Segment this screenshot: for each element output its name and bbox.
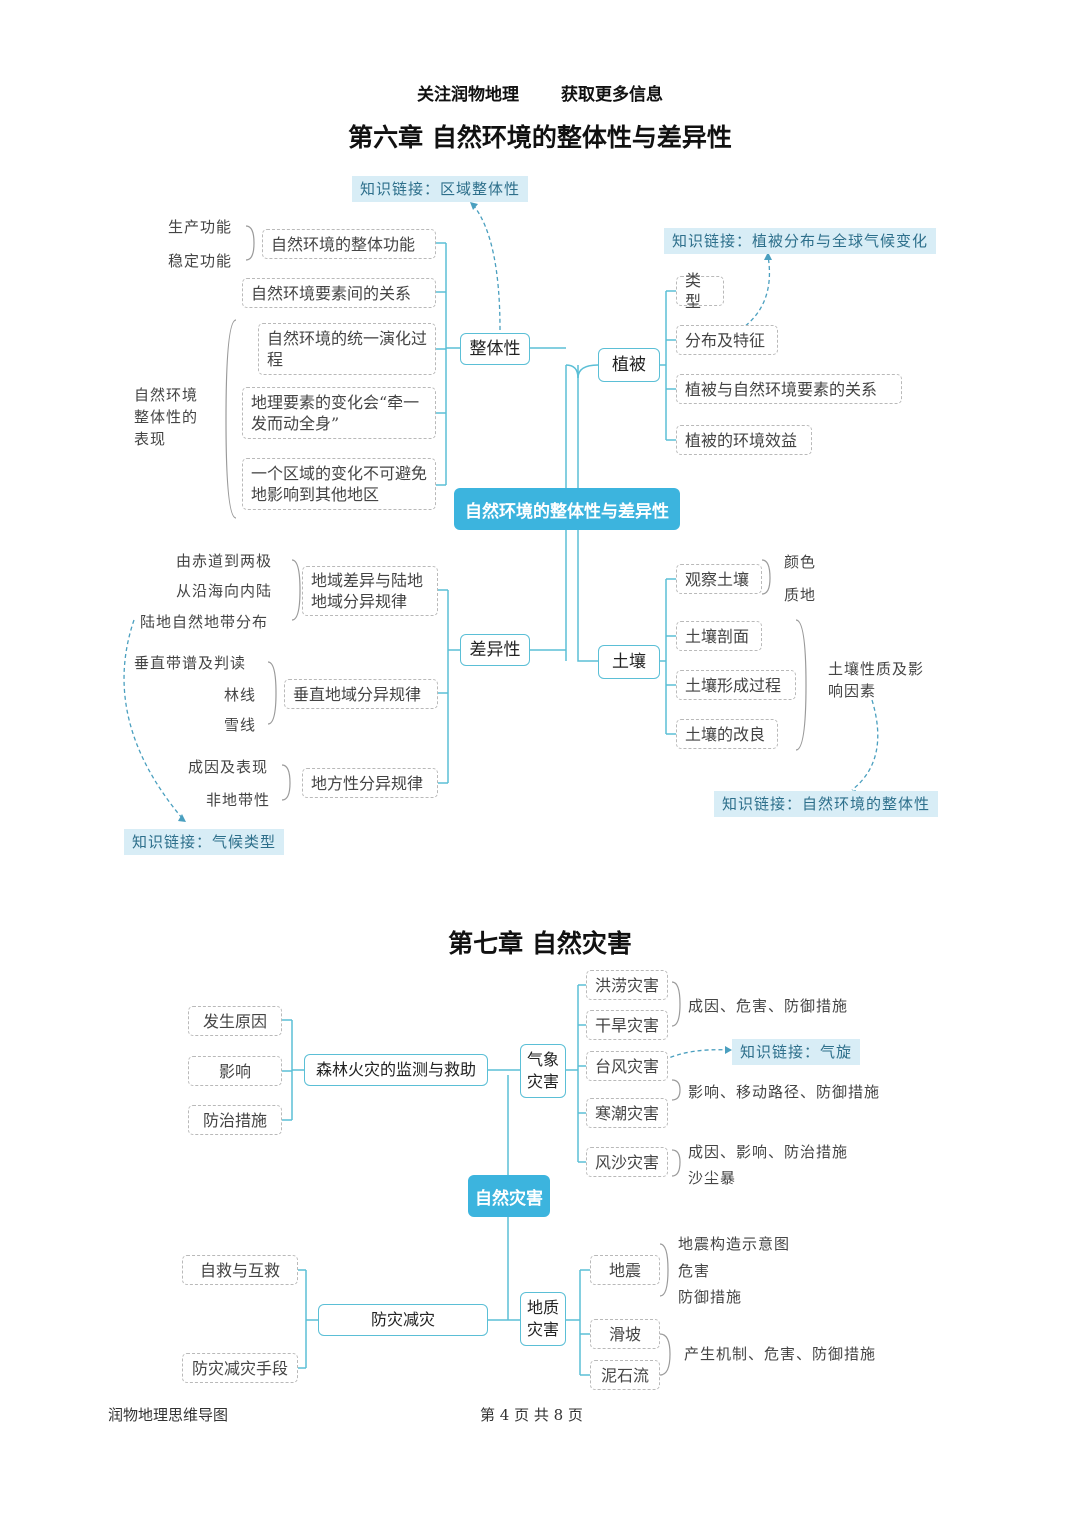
veg-item-distribution: 分布及特征	[676, 325, 778, 355]
veg-item-type: 类型	[676, 271, 724, 311]
node-forest-fire: 森林火灾的监测与救助	[304, 1054, 488, 1086]
geo-item-landslide: 滑坡	[590, 1319, 660, 1349]
node-meteorological: 气象灾害	[520, 1044, 566, 1098]
diff-item-coast: 从沿海向内陆	[176, 582, 273, 600]
link-climate-type: 知识链接：气候类型	[124, 829, 285, 855]
node-integrity: 整体性	[460, 333, 530, 365]
center-node-ch7: 自然灾害	[468, 1175, 550, 1217]
met-item-coldwave: 寒潮灾害	[586, 1098, 668, 1128]
label-integrity-expression: 自然环境整体性的表现	[134, 386, 199, 448]
node-difference: 差异性	[460, 634, 530, 666]
met-note-duststorm: 沙尘暴	[688, 1169, 737, 1187]
met-note-sand: 成因、影响、防治措施	[688, 1143, 849, 1161]
box-env-function: 自然环境的整体功能	[262, 229, 436, 259]
geo-item-earthquake: 地震	[590, 1255, 660, 1285]
geo-note: 产生机制、危害、防御措施	[684, 1345, 877, 1363]
node-disaster-prevention: 防灾减灾	[318, 1304, 488, 1336]
vert-item-spectrum: 垂直带谱及判读	[134, 654, 247, 672]
veg-item-relation: 植被与自然环境要素的关系	[676, 374, 902, 404]
geo-item-debrisflow: 泥石流	[590, 1360, 660, 1390]
met-item-flood: 洪涝灾害	[586, 970, 668, 1000]
vert-item-snowline: 雪线	[224, 716, 257, 734]
diff-item-equator: 由赤道到两极	[176, 552, 273, 570]
soil-item-texture: 质地	[784, 586, 817, 604]
chapter6-title: 第六章 自然环境的整体性与差异性	[348, 123, 732, 152]
box-region-impact: 一个区域的变化不可避免地影响到其他地区	[242, 458, 436, 510]
soil-factor-label: 土壤性质及影响因素	[828, 660, 925, 700]
quake-item-diagram: 地震构造示意图	[678, 1235, 791, 1253]
box-vertical-rule: 垂直地域分异规律	[284, 679, 438, 709]
fire-item-impact: 影响	[188, 1056, 282, 1086]
vert-item-treeline: 林线	[224, 686, 257, 704]
met-item-typhoon: 台风灾害	[586, 1051, 668, 1081]
chapter7-title: 第七章 自然灾害	[448, 929, 632, 958]
veg-item-benefit: 植被的环境效益	[676, 425, 812, 455]
local-item-azonal: 非地带性	[206, 791, 271, 809]
met-item-drought: 干旱灾害	[586, 1010, 668, 1040]
header-left: 关注润物地理	[417, 85, 520, 105]
box-regional-difference: 地域差异与陆地地域分异规律	[302, 566, 438, 616]
prevent-item-means: 防灾减灾手段	[182, 1353, 298, 1383]
link-env-integrity: 知识链接：自然环境的整体性	[714, 791, 939, 817]
box-local-rule: 地方性分异规律	[302, 768, 438, 798]
met-note-typhoon: 影响、移动路径、防御措施	[688, 1083, 881, 1101]
fire-item-cause: 发生原因	[188, 1006, 282, 1036]
footer-left: 润物地理思维导图	[108, 1406, 229, 1424]
node-geological: 地质灾害	[520, 1292, 566, 1346]
link-region-integrity: 知识链接：区域整体性	[352, 176, 529, 202]
footer-page: 第 4 页 共 8 页	[480, 1406, 583, 1424]
link-vegetation-climate: 知识链接：植被分布与全球气候变化	[664, 228, 937, 254]
box-chain-reaction: 地理要素的变化会“牵一发而动全身”	[242, 387, 436, 439]
soil-item-color: 颜色	[784, 553, 817, 571]
diff-item-zone: 陆地自然地带分布	[140, 613, 269, 631]
box-unified-evolution: 自然环境的统一演化过程	[258, 323, 436, 375]
link-cyclone: 知识链接：气旋	[732, 1039, 861, 1065]
center-node-ch6: 自然环境的整体性与差异性	[454, 488, 680, 530]
quake-item-harm: 危害	[678, 1262, 711, 1280]
quake-item-defense: 防御措施	[678, 1288, 743, 1306]
header-right: 获取更多信息	[560, 85, 663, 105]
node-vegetation: 植被	[598, 348, 660, 382]
fire-item-prevention: 防治措施	[188, 1105, 282, 1135]
soil-observe: 观察土壤	[676, 564, 762, 594]
soil-item-improvement: 土壤的改良	[676, 719, 778, 749]
header-line: 关注润物地理 获取更多信息	[0, 80, 1080, 105]
met-item-sandstorm: 风沙灾害	[586, 1147, 668, 1177]
soil-item-profile: 土壤剖面	[676, 621, 762, 651]
box-env-relation: 自然环境要素间的关系	[242, 278, 436, 308]
func-item-stability: 稳定功能	[168, 252, 233, 270]
node-soil: 土壤	[598, 645, 660, 679]
local-item-cause: 成因及表现	[188, 758, 269, 776]
prevent-item-selfrescue: 自救与互救	[182, 1255, 298, 1285]
soil-item-formation: 土壤形成过程	[676, 670, 796, 700]
met-note-flood: 成因、危害、防御措施	[688, 997, 849, 1015]
func-item-production: 生产功能	[168, 218, 233, 236]
